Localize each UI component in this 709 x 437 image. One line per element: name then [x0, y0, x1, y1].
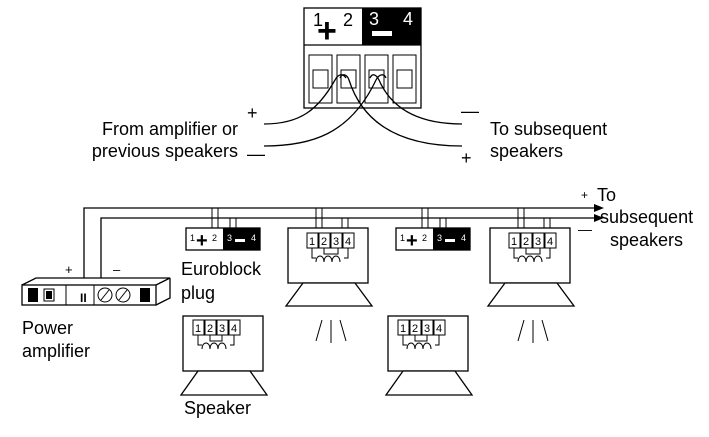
from-amplifier-label-line1: From amplifier or — [102, 119, 238, 139]
to-subsequent-label-line2: speakers — [490, 141, 563, 161]
bottom-to-label: To — [597, 185, 616, 205]
svg-text:3: 3 — [219, 323, 225, 335]
svg-text:+: + — [196, 230, 208, 252]
bottom-subsequent-label: subsequent — [600, 207, 693, 227]
top-euroblock-connector: 1 + 2 3 4 — [303, 7, 422, 109]
svg-text:1: 1 — [511, 236, 517, 248]
bottom-out-minus: — — [578, 221, 592, 237]
svg-text:1: 1 — [190, 233, 195, 243]
amp-minus-label: – — [113, 262, 121, 277]
svg-text:1: 1 — [400, 233, 405, 243]
euroblock-plug-2: 1 + 2 3 4 — [395, 227, 471, 252]
top-from-plus: + — [247, 103, 258, 123]
top-pin-1: 1 — [313, 10, 323, 30]
top-pin-4: 4 — [403, 9, 413, 29]
top-wires — [263, 74, 463, 147]
top-from-minus: — — [247, 144, 265, 164]
speaker-top-2: 1 2 3 4 — [486, 227, 576, 343]
output-arrows — [594, 204, 604, 222]
svg-text:3: 3 — [535, 236, 541, 248]
top-plus-symbol: + — [317, 12, 337, 50]
bottom-speakers-label: speakers — [610, 230, 683, 250]
svg-text:3: 3 — [227, 233, 232, 243]
svg-text:2: 2 — [412, 323, 418, 335]
power-amplifier-label-line2: amplifier — [22, 341, 90, 361]
svg-text:4: 4 — [231, 323, 237, 335]
speaker-bottom-2: 1 2 3 4 — [384, 315, 474, 396]
top-pin-3: 3 — [369, 9, 379, 29]
svg-text:2: 2 — [523, 236, 529, 248]
top-to-plus: + — [461, 148, 472, 168]
euroblock-label-line2: plug — [181, 283, 215, 303]
svg-text:1: 1 — [195, 323, 201, 335]
amp-plus-label: + — [65, 262, 73, 277]
speaker-bottom-1: 1 2 3 4 — [179, 315, 269, 396]
svg-text:2: 2 — [212, 233, 217, 243]
svg-text:4: 4 — [461, 233, 466, 243]
top-minus-symbol — [372, 31, 392, 36]
svg-text:2: 2 — [422, 233, 427, 243]
svg-text:4: 4 — [345, 236, 351, 248]
euroblock-plug-1: 1 + 2 3 4 — [185, 227, 261, 252]
to-subsequent-label-line1: To subsequent — [490, 119, 607, 139]
svg-text:4: 4 — [436, 323, 442, 335]
power-amplifier-label-line1: Power — [22, 318, 73, 338]
svg-text:3: 3 — [333, 236, 339, 248]
power-amplifier: II — [21, 277, 171, 306]
svg-text:+: + — [406, 230, 418, 252]
bottom-bus-wires — [83, 207, 596, 278]
svg-text:2: 2 — [321, 236, 327, 248]
bottom-out-plus: + — [581, 188, 588, 202]
svg-text:2: 2 — [207, 323, 213, 335]
svg-text:1: 1 — [400, 323, 406, 335]
svg-text:4: 4 — [251, 233, 256, 243]
euroblock-label-line1: Euroblock — [181, 259, 262, 279]
speaker-label: Speaker — [184, 398, 251, 418]
svg-text:4: 4 — [547, 236, 553, 248]
amp-channel-label: II — [80, 291, 87, 305]
top-terminal-slots — [308, 54, 417, 104]
svg-text:1: 1 — [309, 236, 315, 248]
top-pin-2: 2 — [343, 10, 353, 30]
from-amplifier-label-line2: previous speakers — [92, 141, 238, 161]
top-to-minus: — — [461, 101, 479, 121]
svg-text:3: 3 — [437, 233, 442, 243]
speaker-top-1: 1 2 3 4 — [284, 227, 374, 343]
svg-text:3: 3 — [424, 323, 430, 335]
